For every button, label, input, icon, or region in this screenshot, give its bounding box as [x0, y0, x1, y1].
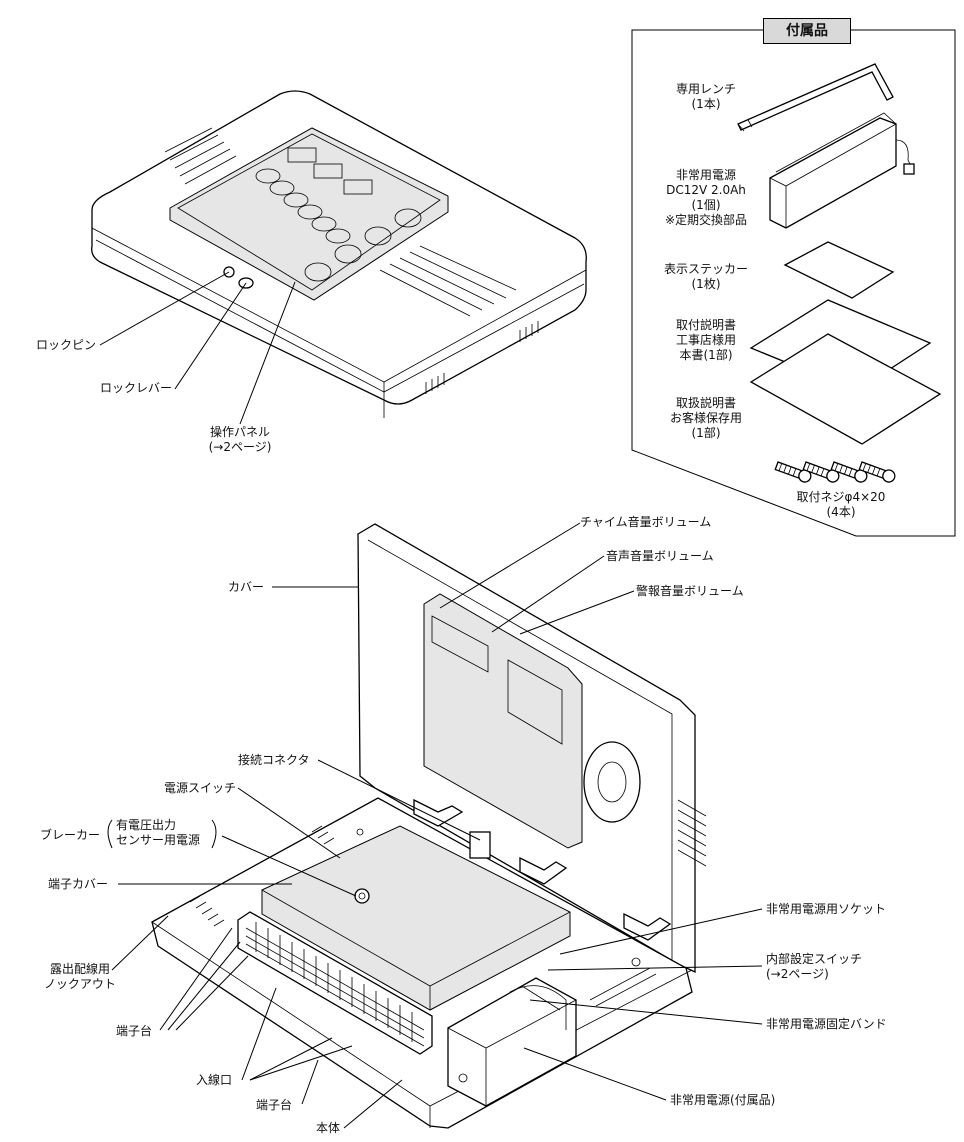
label-operation-panel: 操作パネル (→2ページ): [190, 425, 290, 455]
screws-drawing: [774, 461, 896, 483]
label-lock-lever: ロックレバー: [100, 381, 173, 395]
label-install-line2: 工事店様用: [675, 333, 736, 347]
label-connector: 接続コネクタ: [238, 753, 310, 767]
label-manual-line1: 取扱説明書: [675, 396, 736, 410]
label-battery-band: 非常用電源固定バンド: [766, 1017, 887, 1031]
label-operation-panel-line1: 操作パネル: [209, 425, 270, 439]
label-install-manual: 取付説明書 工事店様用 本書(1部): [660, 318, 752, 363]
label-breaker-sub1: 有電圧出力: [116, 818, 177, 832]
label-alarm-volume: 警報音量ボリューム: [636, 584, 744, 598]
label-battery-accessory: 非常用電源 DC12V 2.0Ah (1個) ※定期交換部品: [650, 168, 762, 228]
label-battery-socket: 非常用電源用ソケット: [766, 902, 887, 916]
label-battery-line4: ※定期交換部品: [664, 213, 748, 227]
label-knockout-line1: 露出配線用: [49, 962, 110, 976]
accessories-frame: [631, 29, 956, 537]
label-terminal-cover: 端子カバー: [48, 877, 109, 891]
label-knockout: 露出配線用 ノックアウト: [36, 962, 124, 992]
label-wrench: 専用レンチ (1本): [660, 82, 752, 112]
label-operation-panel-line2: (→2ページ): [208, 440, 272, 454]
label-body: 本体: [316, 1121, 341, 1135]
accessories-title: 付属品: [763, 18, 851, 44]
label-manual-line3: (1部): [691, 426, 721, 440]
unit-closed-drawing: [91, 90, 587, 418]
label-screw-line1: 取付ネジφ4×20: [796, 490, 886, 504]
label-internal-switch: 内部設定スイッチ (→2ページ): [766, 952, 862, 982]
label-manual-line2: お客様保存用: [669, 411, 742, 425]
label-wrench-line1: 専用レンチ: [675, 82, 736, 96]
label-battery-included: 非常用電源(付属品): [670, 1093, 776, 1107]
label-sticker-line2: (1枚): [691, 277, 721, 291]
label-user-manual: 取扱説明書 お客様保存用 (1部): [656, 396, 756, 441]
label-internal-switch-line1: 内部設定スイッチ: [766, 952, 863, 966]
label-screw-line2: (4本): [826, 505, 856, 519]
label-terminal-block-bottom: 端子台: [256, 1098, 293, 1112]
battery-accessory-drawing: [769, 112, 915, 229]
label-voice-volume: 音声音量ボリューム: [606, 549, 714, 563]
label-inlet: 入線口: [196, 1073, 233, 1087]
user-manual-drawing: [749, 333, 942, 445]
label-screws: 取付ネジφ4×20 (4本): [766, 490, 916, 520]
label-battery-line1: 非常用電源: [675, 168, 736, 182]
label-cover: カバー: [228, 580, 265, 594]
label-internal-switch-line2: (→2ページ): [766, 967, 829, 981]
leader-lines: [99, 271, 763, 1129]
label-breaker-sub: 有電圧出力 センサー用電源: [116, 818, 200, 848]
label-breaker-sub2: センサー用電源: [116, 833, 201, 847]
label-terminal-block-left: 端子台: [116, 1024, 153, 1038]
label-battery-line2: DC12V 2.0Ah: [666, 183, 746, 197]
label-knockout-line2: ノックアウト: [44, 977, 116, 991]
label-lock-pin: ロックピン: [36, 338, 97, 352]
label-sticker-line1: 表示ステッカー: [663, 262, 748, 276]
label-power-switch: 電源スイッチ: [164, 781, 237, 795]
label-install-line1: 取付説明書: [675, 318, 736, 332]
label-install-line3: 本書(1部): [679, 348, 733, 362]
label-sticker: 表示ステッカー (1枚): [650, 262, 762, 292]
label-battery-line3: (1個): [691, 198, 721, 212]
sticker-drawing: [783, 241, 895, 299]
label-breaker: ブレーカー: [40, 828, 101, 842]
label-chime-volume: チャイム音量ボリューム: [580, 515, 712, 529]
unit-open-drawing: [151, 523, 707, 1129]
wrench-drawing: [737, 63, 894, 132]
label-wrench-line2: (1本): [691, 97, 721, 111]
